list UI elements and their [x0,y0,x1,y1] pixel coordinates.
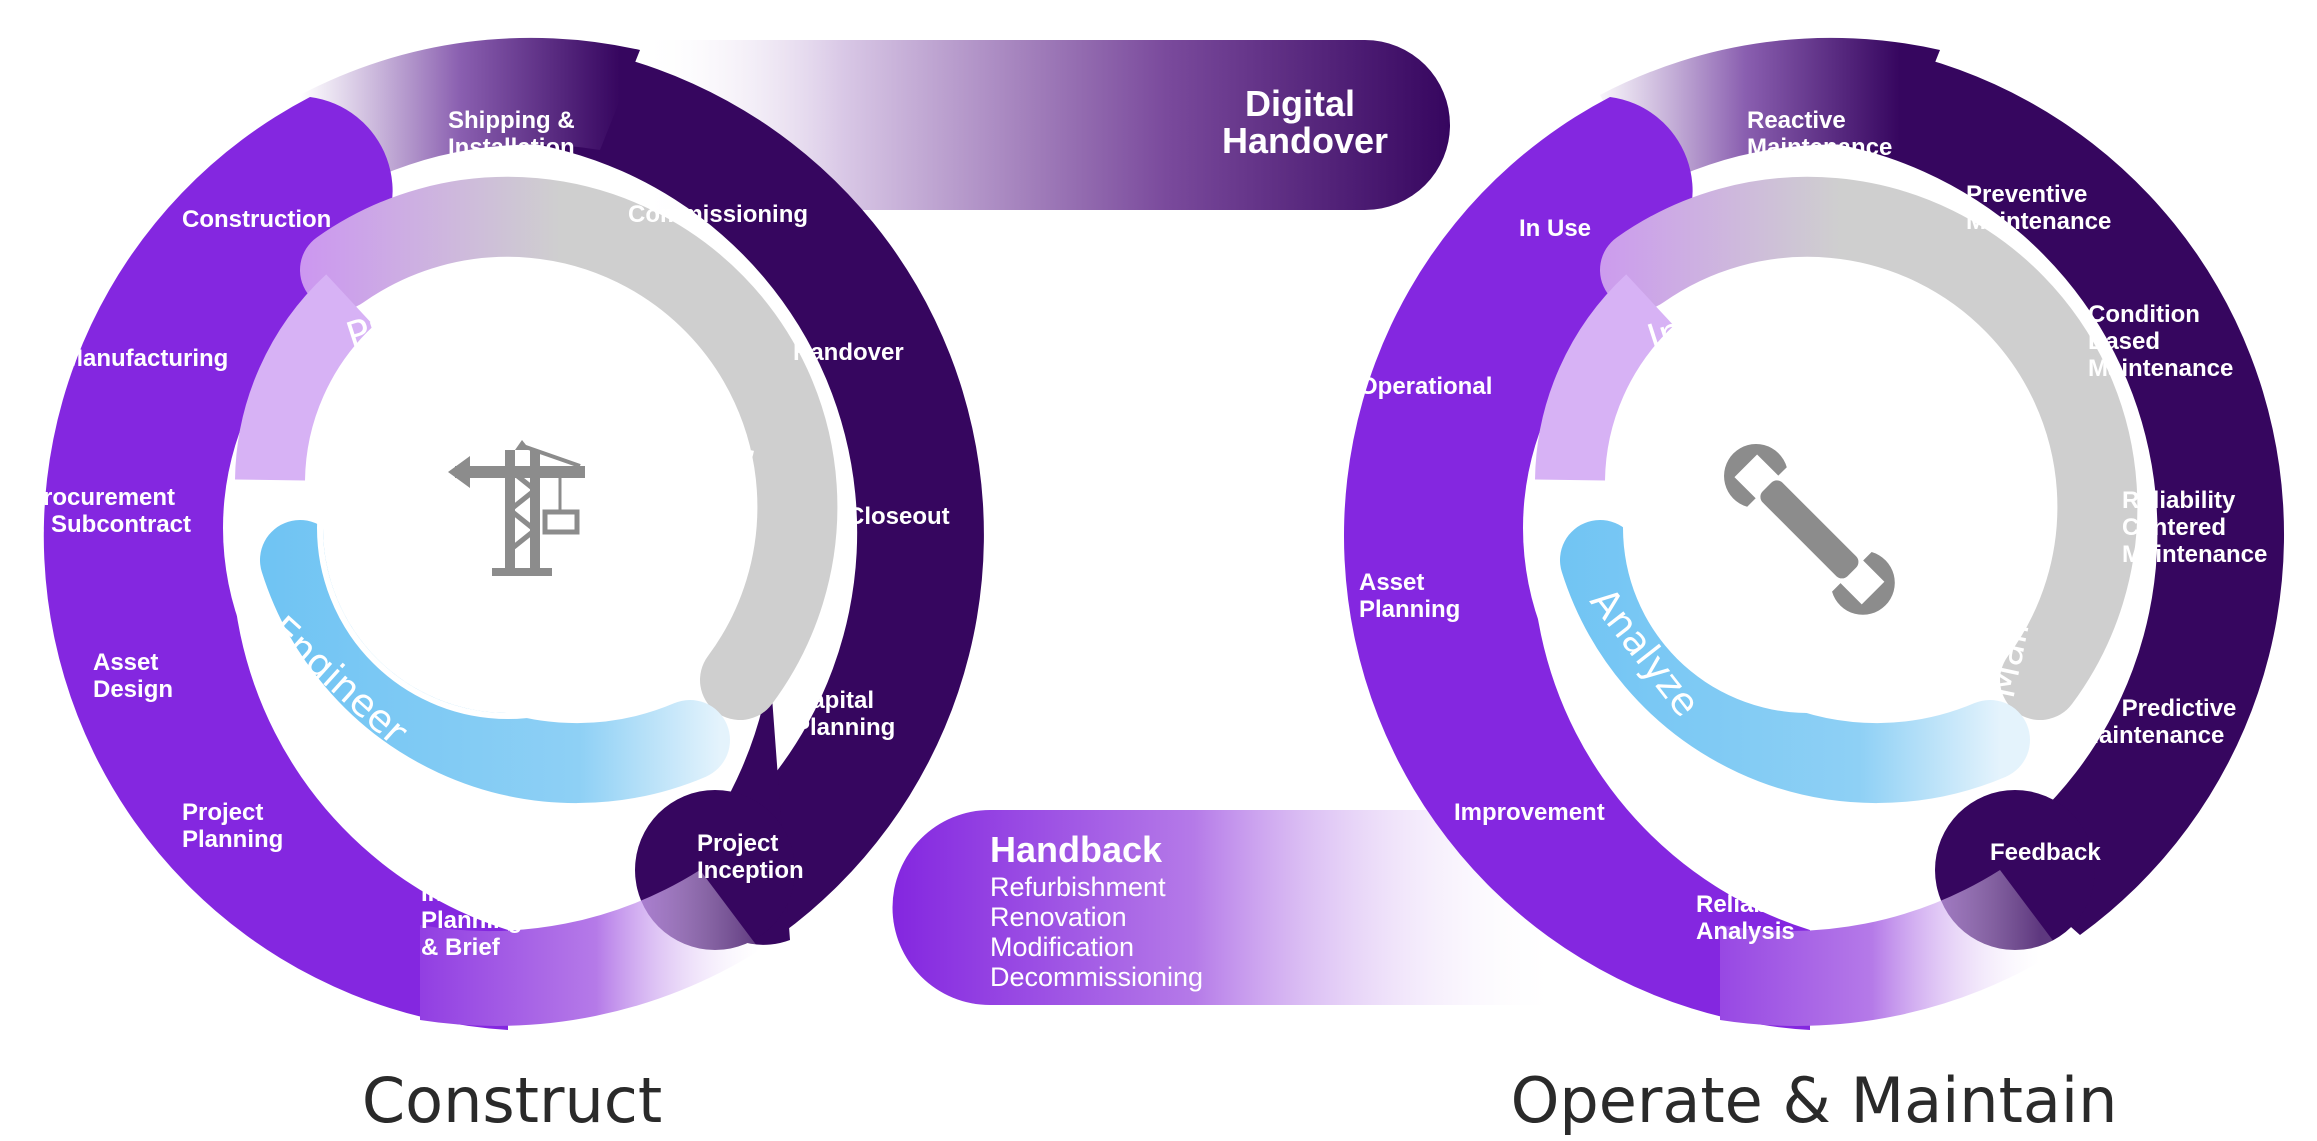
construct-cycle: Procure Construct Engineer Shipping &Ins… [27,37,984,1030]
construct-dark-segment [508,40,984,935]
digital-handover-banner: Digital Handover [640,40,1450,210]
construct-title: Construct [362,1064,662,1137]
stage-manufacturing: Manufacturing [63,345,228,372]
handback-title: Handback [990,829,1163,870]
stage-construction: Construction [182,206,331,233]
stage-shipping: Shipping &Installation [448,107,575,161]
digital-handover-title: Digital Handover [1222,83,1388,161]
stage-feedback: Feedback [1990,839,2101,866]
stage-handover: Handover [793,339,904,366]
operate-purple-segment [1343,97,1810,1030]
operate-title: Operate & Maintain [1511,1064,2118,1137]
operate-dark-segment [1810,40,2285,935]
wrench-icon [1724,444,1895,615]
handback-items: Refurbishment Renovation Modification De… [990,872,1203,992]
stage-commissioning: Commissioning [628,201,808,228]
stage-improvement: Improvement [1454,799,1605,826]
stage-procurement: Procurement& Subcontract [27,484,191,538]
construct-purple-segment [43,97,509,1030]
stage-closeout: Closeout [847,503,950,530]
handback-banner: Handback Refurbishment Renovation Modifi… [892,810,1560,1005]
stage-operational: Operational [1359,373,1492,400]
stage-in-use: In Use [1519,215,1591,242]
crane-icon [448,440,585,576]
